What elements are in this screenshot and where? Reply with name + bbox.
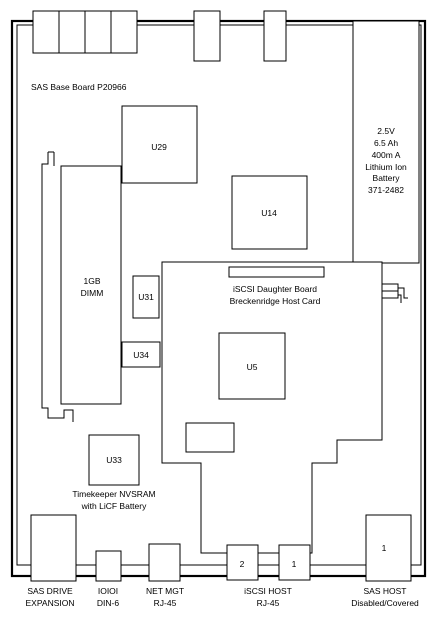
net-mgt-label-2: RJ-45 (154, 598, 177, 608)
daughter-board-label-2: Breckenridge Host Card (230, 296, 321, 306)
top-connector-right (263, 10, 287, 62)
iscsi-host-label-2: RJ-45 (257, 598, 280, 608)
iscsi-host-port-1: 1 (278, 544, 311, 581)
battery-line-5: Battery (373, 173, 401, 183)
nvram-label-line-1: Timekeeper NVSRAM (72, 489, 155, 499)
svg-text:U31: U31 (138, 292, 154, 302)
dimm-label-line-2: DIMM (81, 288, 104, 298)
board-title: SAS Base Board P20966 (31, 82, 127, 92)
ioioi-connector (95, 550, 122, 582)
battery-line-2: 6.5 Ah (374, 138, 398, 148)
chip-u31: U31 (132, 275, 160, 319)
sas-drive-label-2: EXPANSION (26, 598, 75, 608)
svg-text:U29: U29 (151, 142, 167, 152)
sas-host-connector: 1 (365, 514, 412, 582)
sas-drive-expansion-connector (30, 514, 77, 582)
svg-text:U34: U34 (133, 350, 149, 360)
top-connector-center (193, 10, 221, 62)
chip-u34: U34 (121, 341, 161, 368)
dimm-label-line-1: 1GB (83, 276, 100, 286)
svg-text:U14: U14 (261, 208, 277, 218)
iscsi-daughter-board: iSCSI Daughter Board Breckenridge Host C… (161, 261, 383, 554)
net-mgt-label-1: NET MGT (146, 586, 184, 596)
chip-u29: U29 (121, 105, 198, 184)
ioioi-label-2: DIN-6 (97, 598, 119, 608)
battery-line-1: 2.5V (377, 126, 395, 136)
iscsi-host-port-2: 2 (226, 544, 259, 581)
ioioi-label-1: IOIOI (98, 586, 118, 596)
daughter-board-connector (228, 266, 325, 278)
battery-line-3: 400m A (372, 150, 401, 160)
battery-line-4: Lithium Ion (365, 162, 407, 172)
svg-text:1: 1 (382, 543, 387, 553)
net-mgt-connector (148, 543, 181, 582)
dimm-slot: 1GB DIMM (41, 151, 122, 422)
iscsi-host-label-1: iSCSI HOST (244, 586, 292, 596)
daughter-board-component (185, 422, 235, 453)
chip-u33: U33 (88, 434, 140, 486)
svg-text:1: 1 (292, 559, 297, 569)
sas-drive-label-1: SAS DRIVE (27, 586, 73, 596)
sas-host-label-1: SAS HOST (364, 586, 407, 596)
svg-text:U33: U33 (106, 455, 122, 465)
top-connector-block (32, 10, 138, 54)
battery: 2.5V 6.5 Ah 400m A Lithium Ion Battery 3… (352, 20, 420, 264)
nvram-label-line-2: with LiCF Battery (81, 501, 147, 511)
chip-u5-label: U5 (247, 362, 258, 372)
chip-u5 (218, 332, 286, 400)
battery-cable (381, 283, 408, 303)
svg-text:2: 2 (240, 559, 245, 569)
battery-line-6: 371-2482 (368, 185, 404, 195)
daughter-board-label-1: iSCSI Daughter Board (233, 284, 317, 294)
sas-host-label-2: Disabled/Covered (351, 598, 419, 608)
chip-u14: U14 (231, 175, 308, 250)
